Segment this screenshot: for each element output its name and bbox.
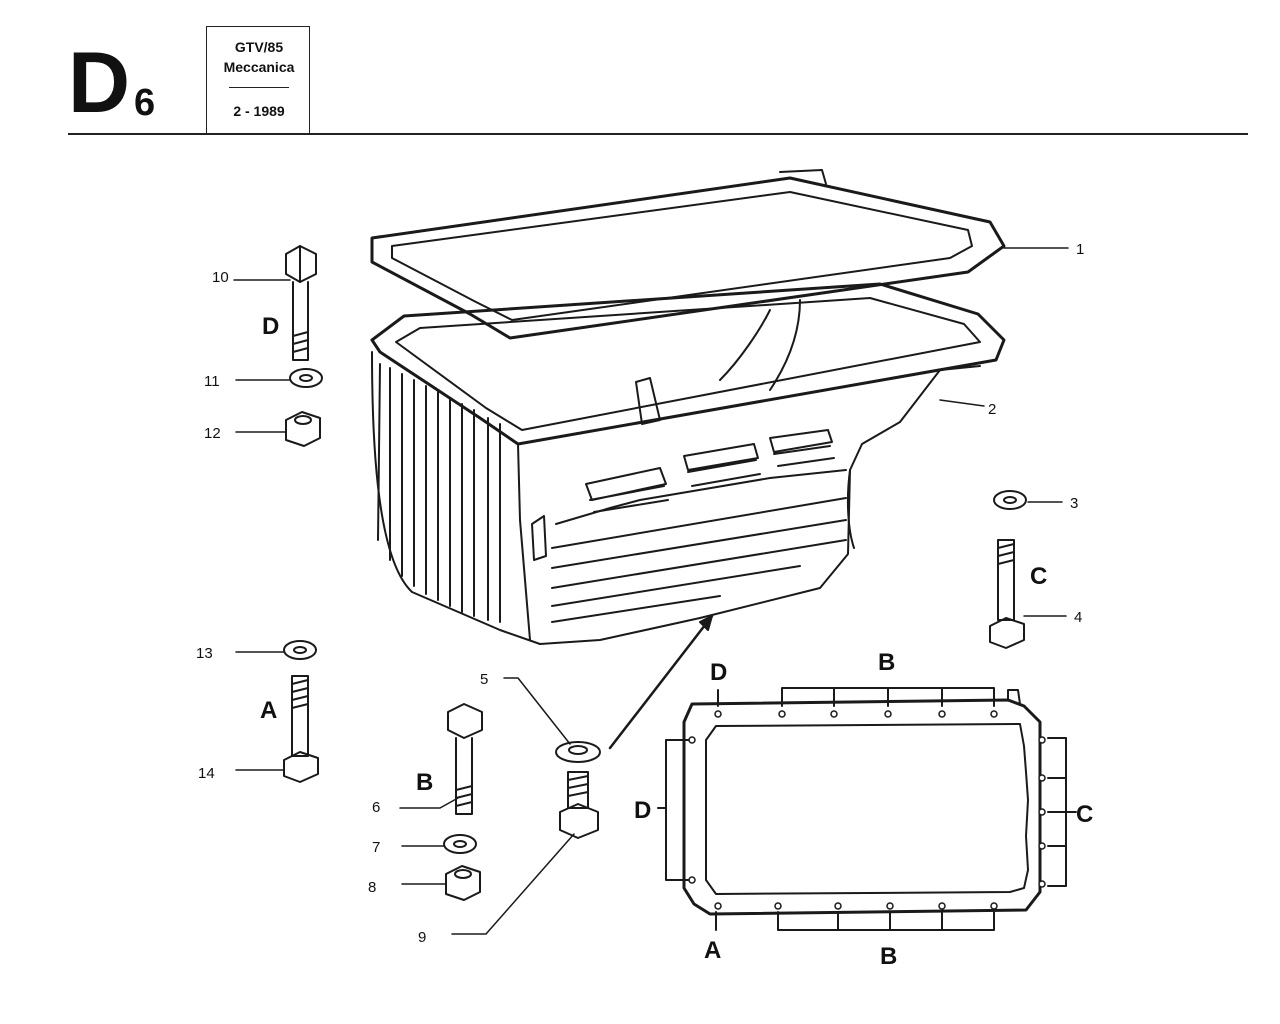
callout-11: 11 (204, 373, 220, 390)
washer-5 (555, 741, 601, 763)
letter-c-bolt: C (1030, 563, 1047, 590)
letter-b-bolt: B (416, 769, 433, 796)
date-label: 2 - 1989 (233, 103, 285, 119)
letter-a-bolt: A (260, 697, 277, 724)
washer-11 (289, 368, 323, 388)
letter-b-top: B (878, 649, 895, 676)
callout-12: 12 (204, 425, 221, 442)
callout-2: 2 (988, 401, 996, 418)
oil-pan-gasket (370, 169, 1006, 340)
letter-labels: D C A B D B D C A B (260, 313, 1093, 970)
letter-d-top: D (710, 659, 727, 686)
nut-12 (285, 411, 321, 447)
callout-1: 1 (1076, 241, 1084, 258)
callout-8: 8 (368, 879, 376, 896)
letter-a-bottom: A (704, 937, 721, 964)
bolt-10 (285, 245, 317, 361)
drain-plug-9 (559, 771, 599, 839)
callout-4: 4 (1074, 609, 1082, 626)
washer-13 (283, 640, 317, 660)
callout-14: 14 (198, 765, 215, 782)
header-rule (68, 133, 1248, 135)
oil-pan (370, 282, 1006, 645)
gasket-plan-view (657, 687, 1077, 931)
bolt-4 (989, 539, 1025, 649)
letter-c-side: C (1076, 801, 1093, 828)
washer-3 (993, 490, 1027, 510)
callout-5: 5 (480, 671, 488, 688)
callout-3: 3 (1070, 495, 1078, 512)
callout-9: 9 (418, 929, 426, 946)
nut-8 (445, 865, 481, 901)
bolt-holes (688, 710, 1046, 910)
section-letter: D (68, 35, 130, 131)
bolt-14 (283, 675, 319, 783)
info-box: GTV/85 Meccanica 2 - 1989 (206, 26, 310, 134)
section-number: 6 (134, 82, 156, 124)
letter-d-bolt: D (262, 313, 279, 340)
callout-6: 6 (372, 799, 380, 816)
washer-7 (443, 834, 477, 854)
bolt-6 (447, 703, 483, 815)
leader-lines (233, 247, 1069, 935)
info-divider (229, 87, 289, 88)
model-label: GTV/85 (234, 39, 284, 55)
letter-d-side: D (634, 797, 651, 824)
callout-10: 10 (212, 269, 229, 286)
letter-b-bottom: B (880, 943, 897, 970)
callout-13: 13 (196, 645, 213, 662)
callout-7: 7 (372, 839, 380, 856)
category-label: Meccanica (223, 59, 295, 75)
callout-numbers: 1 2 3 4 5 6 7 8 9 10 11 12 13 14 (196, 241, 1084, 946)
